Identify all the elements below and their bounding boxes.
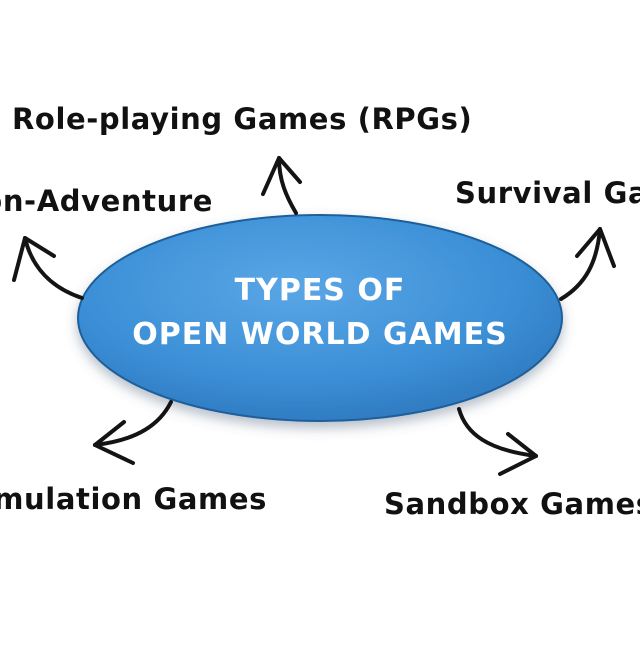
arrow-action-adventure (12, 236, 84, 300)
center-title-line1: TYPES OF (235, 273, 406, 308)
center-node: TYPES OF OPEN WORLD GAMES (77, 214, 563, 422)
arrow-rpg (261, 156, 302, 215)
label-action-adventure: Action-Adventure (0, 184, 213, 218)
center-ellipse (77, 214, 563, 422)
label-survival: Survival Games (455, 176, 640, 210)
center-title-line2: OPEN WORLD GAMES (132, 317, 508, 352)
label-simulation: Simulation Games (0, 482, 267, 516)
label-rpg: Role-playing Games (RPGs) (12, 102, 472, 136)
arrow-survival (559, 227, 616, 301)
arrow-sandbox (457, 407, 538, 476)
arrow-simulation (93, 400, 173, 465)
label-sandbox: Sandbox Games (384, 487, 640, 521)
